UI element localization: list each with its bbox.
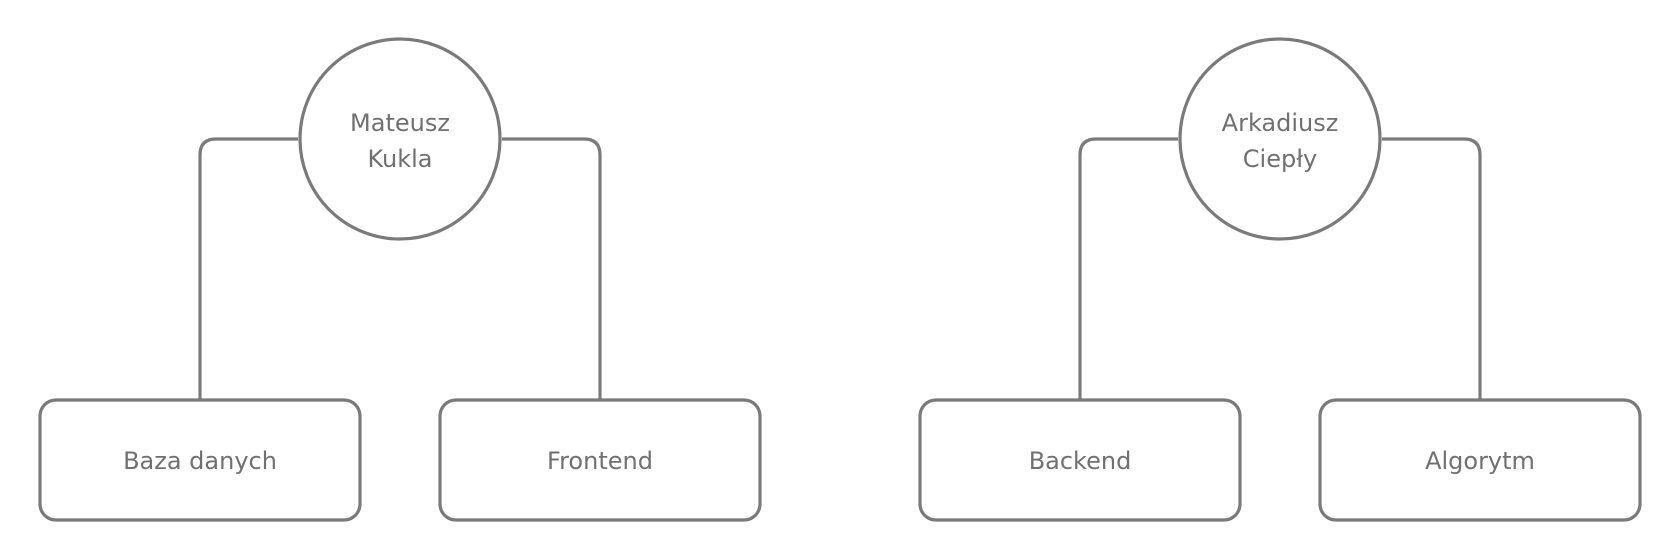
task-node-backend xyxy=(918,398,1242,522)
connector-arkadiusz-algorytm xyxy=(1382,137,1482,400)
person-group-arkadiusz: Arkadiusz Ciepły Backend Algorytm xyxy=(918,37,1642,522)
person-node-mateusz xyxy=(298,37,502,241)
connector-arkadiusz-backend xyxy=(1078,137,1178,400)
connector-mateusz-baza xyxy=(198,137,298,400)
person-name-line1: Mateusz xyxy=(350,109,450,137)
person-node-arkadiusz xyxy=(1178,37,1382,241)
task-node-algorytm xyxy=(1318,398,1642,522)
person-name-line1: Arkadiusz xyxy=(1222,109,1339,137)
person-name-line2: Ciepły xyxy=(1243,145,1317,173)
task-label-backend: Backend xyxy=(1029,447,1132,475)
connector-mateusz-frontend xyxy=(502,137,602,400)
task-label-frontend: Frontend xyxy=(547,447,653,475)
task-label-algorytm: Algorytm xyxy=(1425,447,1535,475)
task-label-baza-danych: Baza danych xyxy=(123,447,277,475)
task-node-frontend xyxy=(438,398,762,522)
task-node-baza-danych xyxy=(38,398,362,522)
person-group-mateusz: Mateusz Kukla Baza danych Frontend xyxy=(38,37,762,522)
person-name-line2: Kukla xyxy=(367,145,432,173)
